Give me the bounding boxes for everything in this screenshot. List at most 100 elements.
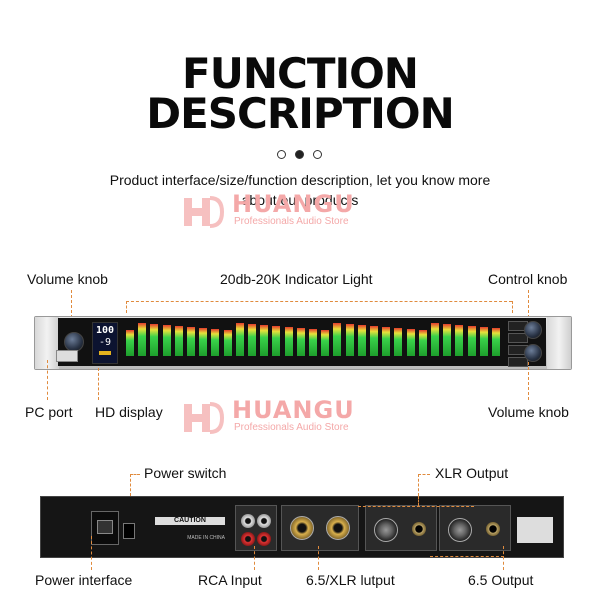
label-pc-port: PC port [25,404,73,420]
intro-line1: Product interface/size/function descript… [109,172,491,188]
mode-button[interactable] [508,357,528,367]
carousel-dots [277,150,323,160]
rca-input-red[interactable] [257,532,271,546]
output-panel-2 [439,505,511,551]
meter-bar [126,330,134,356]
indicator-callout-tick [512,301,513,313]
meter-bar [443,324,452,356]
watermark-brand: HUANGU [232,396,355,424]
front-panel-face: 100 -9 [58,318,546,367]
xlr-output-2[interactable] [448,518,472,542]
indicator-callout-line [126,301,512,302]
display-value: 100 [95,325,115,336]
jack-output-callout [503,546,504,570]
volume-knob-right[interactable] [524,344,542,362]
meter-bar [284,327,293,356]
pc-port[interactable] [56,350,78,362]
meter-bar [382,327,391,356]
carousel-dot[interactable] [313,150,322,159]
power-switch[interactable] [123,523,135,539]
jack-output-bracket [430,556,504,557]
combo-input-2[interactable] [326,516,350,540]
label-rca-input: RCA Input [198,572,262,588]
meter-bar [187,327,195,356]
label-xlr-input: 6.5/XLR lutput [306,572,395,588]
intro-line2: about our products [241,192,359,208]
meter-bar [431,323,439,356]
huangu-logo-icon [184,196,224,228]
power-switch-callout-h [130,474,140,475]
meter-bar [296,328,305,356]
label-volume-knob-left: Volume knob [27,271,108,287]
meter-bar [272,326,281,356]
display-indicator [99,351,111,355]
indicator-callout-tick [126,301,127,313]
meter-bar [345,324,354,356]
label-volume-knob-right: Volume knob [488,404,569,420]
meter-bar [455,325,464,356]
control-knob[interactable] [524,321,542,339]
meter-bar [235,323,244,356]
label-power-interface: Power interface [35,572,133,588]
carousel-dot-active[interactable] [295,150,304,159]
xlr-output-bracket [358,506,474,507]
watermark: HUANGU Professionals Audio Store [180,396,420,436]
label-xlr-output: XLR Output [435,465,509,481]
volume-knob-left[interactable] [64,332,84,352]
xlr-output-bracket-stem [418,496,419,506]
jack-output-2[interactable] [486,522,500,536]
meter-bar [260,325,269,356]
power-interface-callout [91,536,92,570]
intro-text: Product interface/size/function descript… [70,170,530,210]
combo-input-1[interactable] [290,516,314,540]
meter-bar [223,330,232,356]
meter-bar [467,326,476,356]
xlr-input-callout [318,546,319,570]
hd-display: 100 -9 [92,322,118,364]
meter-bar [418,330,427,356]
rca-input-panel [235,505,277,551]
carousel-dot[interactable] [277,150,286,159]
power-interface[interactable] [91,511,119,545]
label-hd-display: HD display [95,404,163,420]
pc-port-callout [47,360,48,400]
meter-bar [309,329,317,356]
hd-display-callout [98,368,99,400]
meter-bar [138,323,147,356]
heading-line2: DESCRIPTION [146,89,455,138]
rca-input-callout [254,546,255,570]
meter-bar [333,323,342,356]
meter-bar [406,329,415,356]
rack-ear-right [547,317,571,369]
meter-bar [162,325,171,356]
meter-bar [321,330,330,356]
mode-button[interactable] [508,333,528,343]
rca-input-white[interactable] [257,514,271,528]
xlr-input-panel [281,505,359,551]
label-indicator-light: 20db-20K Indicator Light [220,271,373,287]
meter-bar [370,326,378,356]
meter-bar [357,325,366,356]
rca-input-white[interactable] [241,514,255,528]
caution-label: CAUTION [155,517,225,525]
watermark: HUANGU Professionals Audio Store [180,190,420,230]
heading-line1: FUNCTION [182,49,419,98]
meter-bar [479,327,488,356]
display-value-2: -9 [98,337,112,348]
watermark-tagline: Professionals Audio Store [234,422,349,433]
volume-right-callout [528,362,529,400]
power-switch-callout [130,474,131,496]
indicator-meters [126,322,506,356]
caution-plate: CAUTION MADE IN CHINA [155,517,225,545]
meter-bar [150,324,159,356]
control-knob-callout [528,290,529,318]
made-in-label: MADE IN CHINA [187,535,225,541]
rca-input-red[interactable] [241,532,255,546]
huangu-logo-icon [184,402,224,434]
watermark-brand: HUANGU [232,190,355,218]
jack-output-1[interactable] [412,522,426,536]
meter-bar [199,328,208,356]
meter-bar [211,329,220,356]
xlr-output-1[interactable] [374,518,398,542]
rear-panel: CAUTION MADE IN CHINA [40,496,564,558]
